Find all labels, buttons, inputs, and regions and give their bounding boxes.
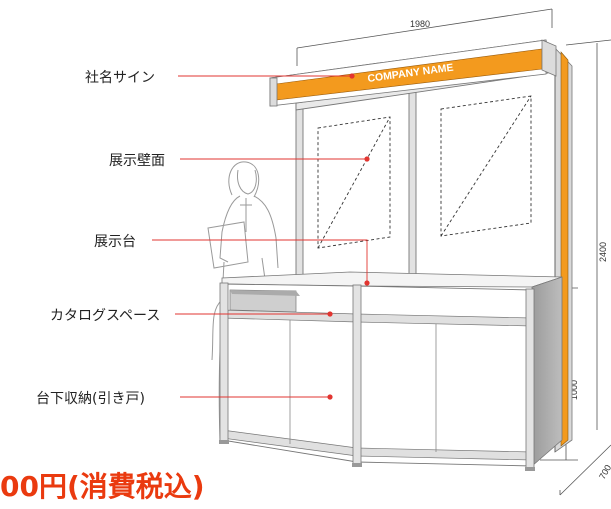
callout-label-display-wall: 展示壁面 [109,153,165,169]
header-sign [269,39,557,107]
counter-cabinet [219,271,563,471]
callout-label-storage: 台下収納(引き戸) [36,391,145,407]
height-label: 2400 [598,242,608,262]
depth-label: 700 [597,463,611,481]
callout-label-display-shelf: 展示台 [94,234,136,250]
depth-dimension [559,444,611,496]
callout-dots [327,73,370,400]
price-text-partial: 00円(消費税込) [0,470,205,503]
counter-height-label: 1000 [569,380,579,400]
width-dimension [296,8,553,66]
display-panel-left [317,116,391,249]
callout-label-catalog-space: カタログスペース [50,308,161,324]
callout-leaders [152,75,368,398]
width-label: 1980 [410,19,430,29]
height-dimension [565,39,611,430]
display-panel-right [440,95,532,237]
callout-label-sign: 社名サイン [85,70,155,86]
